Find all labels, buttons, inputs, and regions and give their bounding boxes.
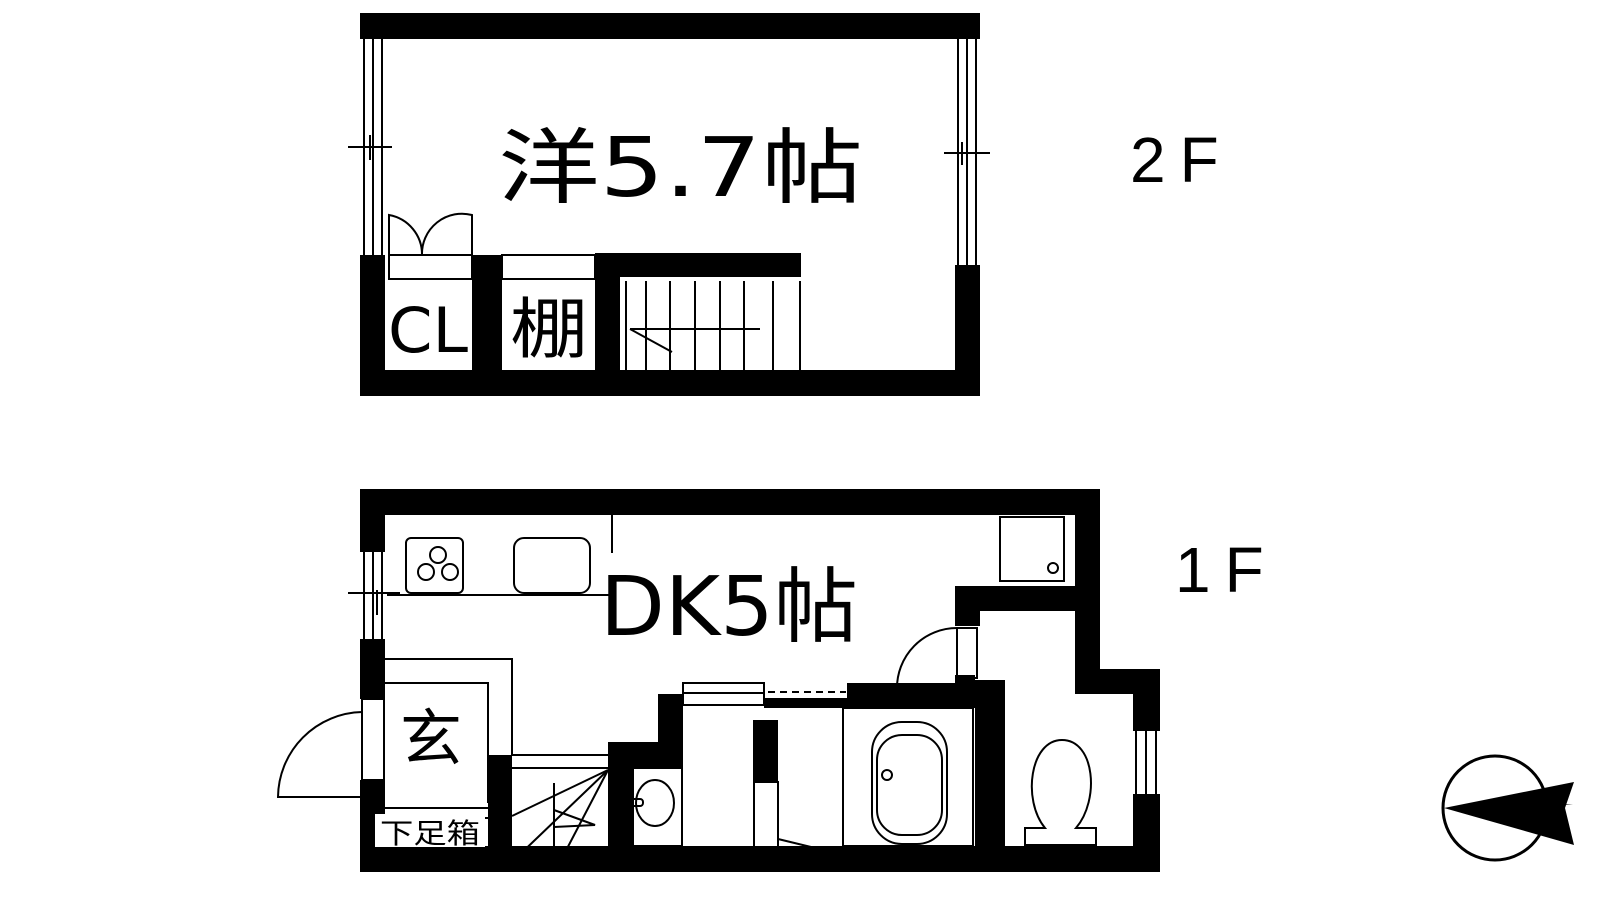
staircase-2f [625,281,801,370]
wall [360,489,385,552]
wall [753,720,778,782]
toilet [1024,738,1097,846]
wall [472,255,502,396]
entrance-door[interactable] [276,698,385,798]
staircase-1f [511,754,610,863]
room-label-shoe-box: 下足箱 [380,817,480,850]
floor-label-1f: 1F [1175,534,1278,606]
wall [658,694,683,714]
wall [360,13,980,39]
window-left [348,39,392,255]
wall [595,255,620,396]
wall [847,683,975,708]
room-label-western: 洋5.7帖 [498,121,863,216]
room-label-dk: DK5帖 [600,560,858,655]
floor-label-2f: 2F [1130,124,1233,196]
wall [975,680,1005,872]
wall [1133,794,1160,872]
wall [360,255,385,396]
laundry-space [999,516,1065,582]
north-arrow-icon [1441,754,1574,862]
window-1f-left [348,552,400,639]
wall [595,253,801,277]
room-label-closet: CL [388,294,468,367]
floor-1f: DK5帖 玄 下足箱 [276,489,1160,872]
wall [360,639,385,699]
sliding-door[interactable] [682,682,846,706]
bathtub [842,707,974,847]
room-label-entrance: 玄 [400,702,462,775]
floor-2f: 洋5.7帖 CL 棚 [348,13,990,396]
wall [1133,669,1160,731]
wall [488,755,512,846]
stove-icon [405,537,464,594]
wall [955,265,980,396]
window-right [944,39,990,265]
window-toilet [1135,731,1157,794]
wall [360,370,980,396]
wall [955,586,980,626]
room-label-shelf: 棚 [510,291,588,368]
kitchen-counter [387,515,613,596]
shelf-door[interactable] [501,254,596,280]
wall [955,675,975,687]
wall [764,698,847,708]
bathroom-door[interactable] [753,781,812,860]
wall [360,489,1100,515]
sink-icon [513,537,591,594]
washbasin [628,767,683,847]
closet-double-door[interactable] [388,212,473,280]
